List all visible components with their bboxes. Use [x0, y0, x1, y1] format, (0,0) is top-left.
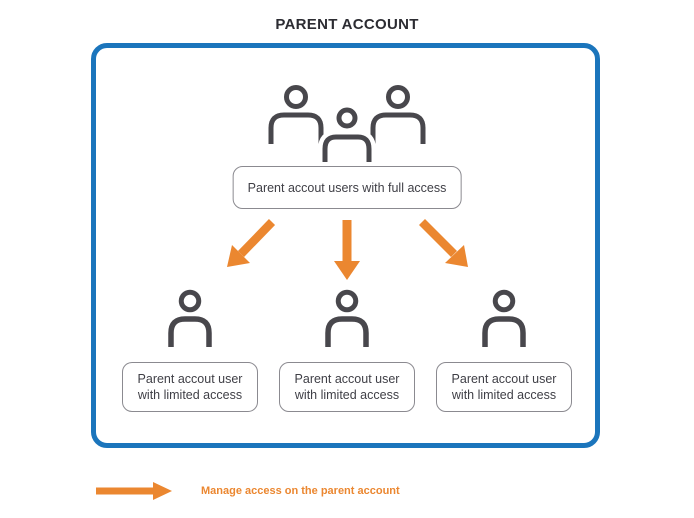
limited-access-label-line1: Parent accout user — [137, 372, 243, 386]
limited-access-node: Parent accout user with limited access — [279, 362, 415, 412]
user-group-icon — [268, 85, 426, 162]
limited-access-label-line1: Parent accout user — [451, 372, 557, 386]
full-access-label: Parent accout users with full access — [247, 180, 447, 195]
limited-access-label-line1: Parent accout user — [294, 372, 400, 386]
full-access-node: Parent accout users with full access — [232, 166, 462, 209]
legend-label: Manage access on the parent account — [201, 485, 400, 497]
limited-access-label-line2: with limited access — [451, 388, 557, 402]
limited-access-node: Parent accout user with limited access — [436, 362, 572, 412]
legend-arrow-icon — [96, 482, 172, 500]
single-user-icon — [168, 289, 212, 347]
single-user-icon — [325, 289, 369, 347]
limited-access-node: Parent accout user with limited access — [122, 362, 258, 412]
limited-access-label-line2: with limited access — [137, 388, 243, 402]
limited-access-label-line2: with limited access — [294, 388, 400, 402]
single-user-icon — [482, 289, 526, 347]
page-title: PARENT ACCOUNT — [275, 16, 419, 33]
